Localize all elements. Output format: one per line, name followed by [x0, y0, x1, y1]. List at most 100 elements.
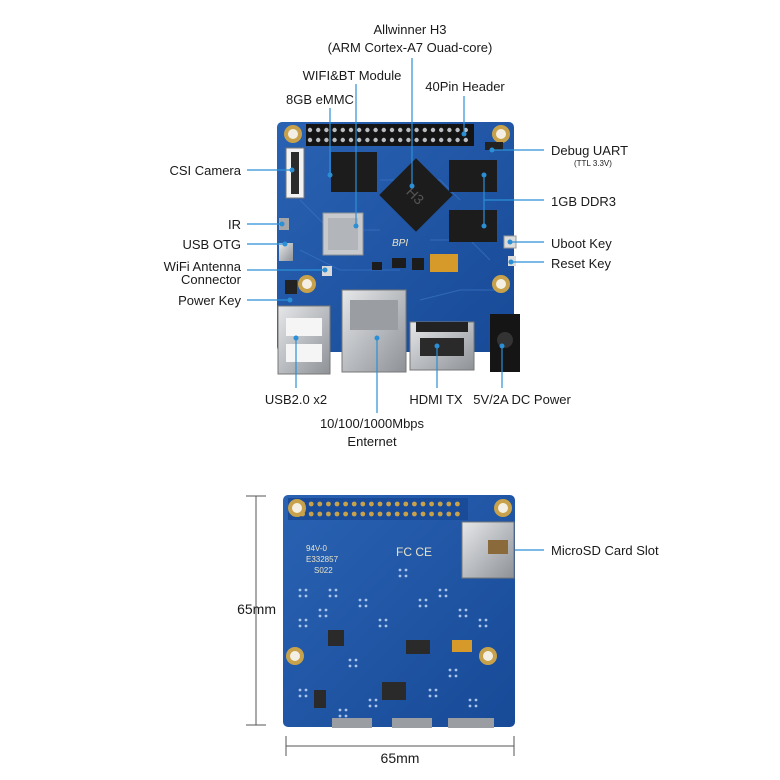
pin — [384, 618, 388, 622]
silkscreen-line3: S022 — [314, 566, 333, 575]
pin — [343, 501, 348, 507]
pin — [364, 598, 368, 602]
pin — [381, 127, 386, 133]
pin — [369, 501, 374, 507]
pin — [360, 501, 366, 507]
label-ddr: 1GB DDR3 — [551, 194, 617, 209]
pin — [468, 704, 472, 708]
pin — [368, 704, 372, 708]
pin — [354, 664, 358, 668]
label-width-dim: 65mm — [380, 750, 420, 766]
label-debug-uart-note: (TTL 3.3V) — [574, 159, 612, 168]
pin — [454, 674, 458, 678]
label-soc-line2: (ARM Cortex-A7 Ouad-core) — [327, 40, 493, 55]
pin — [455, 127, 460, 133]
pin — [463, 137, 468, 143]
pin — [298, 588, 302, 592]
pin — [377, 511, 383, 517]
pin — [455, 511, 460, 517]
pin — [304, 594, 308, 598]
pin — [478, 624, 482, 628]
pin-header-40 — [306, 124, 474, 146]
dimension-lines — [246, 495, 515, 756]
label-csi-camera: CSI Camera — [169, 163, 241, 178]
label-microsd: MicroSD Card Slot — [551, 543, 659, 558]
pin — [298, 594, 302, 598]
pin — [326, 501, 331, 507]
pin — [447, 137, 452, 143]
pin — [318, 614, 322, 618]
pin — [348, 127, 354, 133]
pin — [463, 127, 468, 133]
pin — [358, 604, 362, 608]
pin — [374, 704, 378, 708]
pin — [307, 137, 313, 143]
pin — [404, 574, 408, 578]
label-ethernet-line1: 10/100/1000Mbps — [319, 416, 425, 431]
pin — [406, 127, 411, 133]
pin — [439, 127, 444, 133]
label-ir: IR — [228, 217, 241, 232]
pin — [304, 624, 308, 628]
pin — [438, 594, 442, 598]
pin — [429, 511, 434, 517]
top-board: H3 BPI — [277, 122, 520, 375]
pin — [334, 511, 340, 517]
pin — [332, 127, 337, 133]
pin — [365, 137, 370, 143]
pin — [404, 568, 408, 572]
dc-jack — [490, 314, 520, 372]
pin — [420, 511, 426, 517]
pin — [324, 127, 329, 133]
pin — [398, 127, 403, 133]
label-ethernet-line2: Enternet — [347, 434, 397, 449]
microsd-slot — [461, 521, 515, 579]
pin — [348, 137, 354, 143]
pin — [317, 501, 323, 507]
pin — [373, 137, 378, 143]
bottom-mounting-holes — [286, 499, 512, 665]
pin — [344, 714, 348, 718]
label-usb-otg: USB OTG — [182, 237, 241, 252]
ddr-chip-1 — [449, 160, 497, 192]
callout-lines — [247, 58, 544, 551]
pin — [338, 708, 342, 712]
usb-otg-port — [279, 243, 293, 261]
label-wifi-antenna-line1: WiFi Antenna — [163, 259, 241, 274]
pin — [338, 714, 342, 718]
label-reset-key: Reset Key — [551, 256, 611, 271]
emmc-chip — [331, 152, 377, 192]
pin — [316, 137, 321, 143]
pin — [430, 127, 436, 133]
pin — [386, 501, 391, 507]
pin — [398, 574, 402, 578]
label-soc-line1: Allwinner H3 — [373, 22, 447, 37]
label-wifi-bt: WIFI&BT Module — [302, 68, 402, 83]
label-wifi-antenna-line2: Connector — [181, 272, 241, 287]
pin — [389, 137, 395, 143]
pin — [369, 511, 374, 517]
pin — [377, 501, 383, 507]
pin — [381, 137, 386, 143]
pin — [317, 511, 323, 517]
pin — [474, 704, 478, 708]
pin — [343, 511, 348, 517]
bottom-board: FC CE 94V-0 E332857 S022 — [283, 495, 515, 728]
pin — [446, 501, 452, 507]
top-mounting-holes — [284, 125, 510, 293]
pin — [412, 501, 417, 507]
pin — [298, 618, 302, 622]
pin — [455, 501, 460, 507]
pin — [308, 511, 314, 517]
pin — [334, 588, 338, 592]
ethernet-port — [341, 289, 407, 373]
label-usb20: USB2.0 x2 — [264, 392, 328, 407]
label-dc-power: 5V/2A DC Power — [473, 392, 571, 407]
pin — [464, 608, 468, 612]
pin — [373, 127, 378, 133]
pin — [354, 658, 358, 662]
label-power-key: Power Key — [178, 293, 241, 308]
tantalum-cap — [430, 254, 458, 272]
pin — [348, 658, 352, 662]
